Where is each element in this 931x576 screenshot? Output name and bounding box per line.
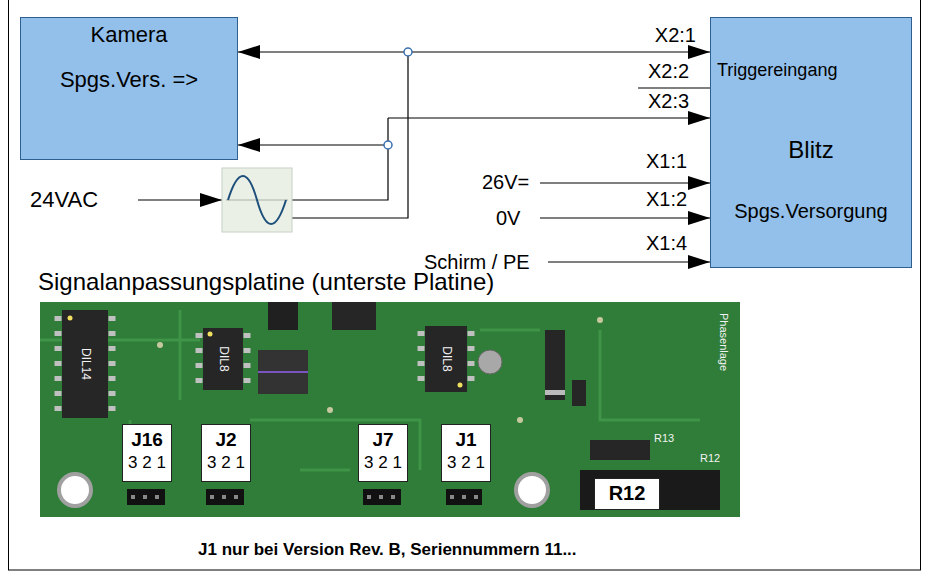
footnote: J1 nur bei Version Rev. B, Seriennummern… <box>198 540 577 560</box>
resistor-tag: R12 <box>594 478 660 510</box>
signal-wire <box>238 51 710 52</box>
pin-header <box>127 489 165 505</box>
diode <box>545 330 565 400</box>
via <box>597 317 603 323</box>
supply-wire <box>238 144 388 145</box>
silkscreen-text: R12 <box>700 452 720 465</box>
mounting-hole <box>516 474 548 506</box>
capacitor <box>258 350 308 394</box>
part-name: R12 <box>609 482 646 505</box>
resistor-r13 <box>590 440 650 460</box>
pin-header <box>206 489 244 505</box>
pin1-mark <box>68 316 73 321</box>
signal-name: 24VAC <box>30 187 98 212</box>
junction-dot <box>404 48 412 56</box>
shield-wire <box>548 261 710 262</box>
device-box: TriggereingangBlitzSpgs.Versorgung <box>710 17 912 268</box>
silkscreen-text: DIL8 <box>216 346 230 371</box>
via <box>517 417 523 423</box>
connector-name: J7 <box>372 429 393 451</box>
electrolytic-capacitor <box>478 350 502 374</box>
jumper-tag: J13 2 1 <box>441 424 491 482</box>
pin-name: X2:2 <box>648 60 689 83</box>
header-pins <box>131 495 163 499</box>
pin-header <box>446 489 482 505</box>
header-pins <box>367 495 399 499</box>
pcb-board <box>40 302 740 517</box>
jumper-tag: J73 2 1 <box>358 424 408 482</box>
diode-band <box>545 390 565 395</box>
header-pins <box>450 495 480 499</box>
capacitor-stripe <box>258 371 308 373</box>
ic-pins <box>244 333 251 388</box>
pin1-mark <box>458 383 463 388</box>
pin-numbers: 3 2 1 <box>364 453 402 473</box>
section-heading: Signalanpassungsplatine (unterste Platin… <box>38 268 494 296</box>
silkscreen-text: DIL14 <box>78 348 92 380</box>
header-pins <box>210 495 242 499</box>
pin-numbers: 3 2 1 <box>447 453 485 473</box>
ic-dil14 <box>62 310 108 418</box>
device-name: Blitz <box>788 136 833 164</box>
device-note: Spgs.Vers. => <box>60 67 198 92</box>
pin-name: X1:1 <box>646 150 687 173</box>
pin-name: X1:2 <box>646 188 687 211</box>
ic-dil <box>332 302 376 330</box>
device-name: Kamera <box>90 22 167 47</box>
silkscreen-text: Phasenlage <box>718 313 731 371</box>
pin-numbers: 3 2 1 <box>207 453 245 473</box>
resistor-r12 <box>580 470 720 510</box>
jumper-tag: J23 2 1 <box>201 424 251 482</box>
ac-source-symbol <box>222 168 292 232</box>
connector-name: J1 <box>455 429 476 451</box>
input-name: Triggereingang <box>717 60 837 81</box>
device-note: Spgs.Versorgung <box>734 200 887 223</box>
silkscreen-text: DIL8 <box>439 346 453 371</box>
signal-name: 0V <box>496 207 520 230</box>
ic-pins <box>418 331 425 388</box>
ic-pins <box>196 333 203 388</box>
ic-pins <box>55 316 62 414</box>
pin-numbers: 3 2 1 <box>128 453 166 473</box>
sine-wave <box>228 176 286 224</box>
connector-name: J2 <box>215 429 236 451</box>
power-wire <box>540 217 710 218</box>
component <box>268 302 298 330</box>
pin-name: X2:3 <box>648 90 689 113</box>
power-wire <box>540 182 710 183</box>
junction-dot <box>384 141 392 149</box>
supply-wire <box>292 52 408 218</box>
silkscreen-text: R13 <box>654 432 674 445</box>
ic-dil8 <box>425 326 467 392</box>
pin1-mark <box>208 332 213 337</box>
ic-pins <box>109 316 116 414</box>
via <box>157 342 163 348</box>
connector-name: J16 <box>131 429 163 451</box>
supply-wire <box>292 118 388 200</box>
signal-name: 26V= <box>482 171 529 194</box>
diode <box>572 380 586 406</box>
jumper-tag: J163 2 1 <box>122 424 172 482</box>
pin-name: X1:4 <box>646 232 687 255</box>
input-arrow <box>138 199 222 200</box>
trigger-wire <box>388 117 710 118</box>
trigger-wire <box>638 87 710 88</box>
device-box: KameraSpgs.Vers. => <box>20 17 238 160</box>
pin-header <box>363 489 401 505</box>
via <box>327 407 333 413</box>
ic-pins <box>468 331 475 388</box>
mounting-hole <box>59 474 91 506</box>
pin-name: X2:1 <box>655 24 696 47</box>
ic-dil8 <box>203 328 243 390</box>
page-frame <box>9 0 921 570</box>
